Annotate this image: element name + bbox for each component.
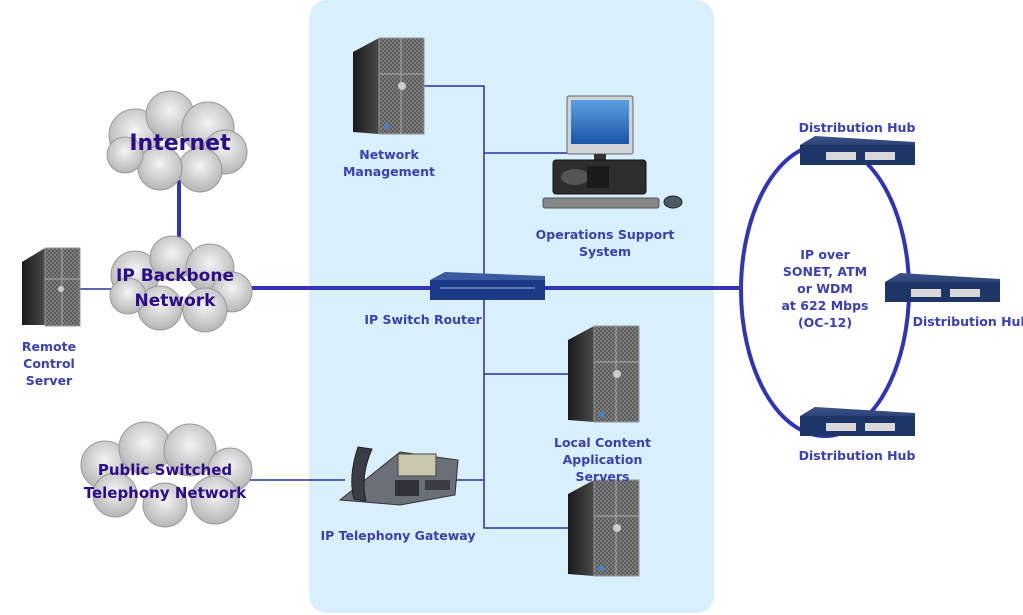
workstation-icon: [542, 95, 683, 209]
hub-middle-label: Distribution Hub: [912, 314, 1023, 329]
network-management-server-icon: [353, 37, 425, 135]
network-management-label: Network Management: [342, 147, 435, 179]
hub-top-label: Distribution Hub: [798, 120, 916, 135]
backbone-cloud-icon: [109, 235, 253, 333]
content-server-icon: [568, 325, 640, 423]
hub-top-icon: [800, 136, 915, 165]
pstn-cloud-icon: [80, 421, 253, 528]
router-icon: [430, 272, 545, 300]
hub-bottom-label: Distribution Hub: [798, 448, 916, 463]
backbone-label: IP Backbone Network: [116, 266, 234, 311]
pstn-label: Public Switched Telephony Network: [83, 461, 247, 502]
content-servers-label: Local Content Application Servers: [553, 435, 652, 484]
hub-middle-icon: [885, 273, 1000, 302]
oss-label: Operations Support System: [535, 227, 675, 259]
ip-phone-icon: [338, 446, 459, 506]
telephony-gateway-label: IP Telephony Gateway: [320, 528, 476, 543]
internet-label: Internet: [129, 131, 231, 156]
remote-server-label: Remote Control Server: [21, 339, 77, 388]
content-server-2-icon: [568, 479, 640, 577]
remote-server-icon: [22, 247, 81, 327]
internet-cloud-icon: [106, 90, 248, 193]
ring-label: IP over SONET, ATM or WDM at 622 Mbps (O…: [781, 247, 869, 330]
hub-bottom-icon: [800, 407, 915, 436]
bus-line: [424, 85, 569, 529]
router-label: IP Switch Router: [364, 312, 482, 327]
